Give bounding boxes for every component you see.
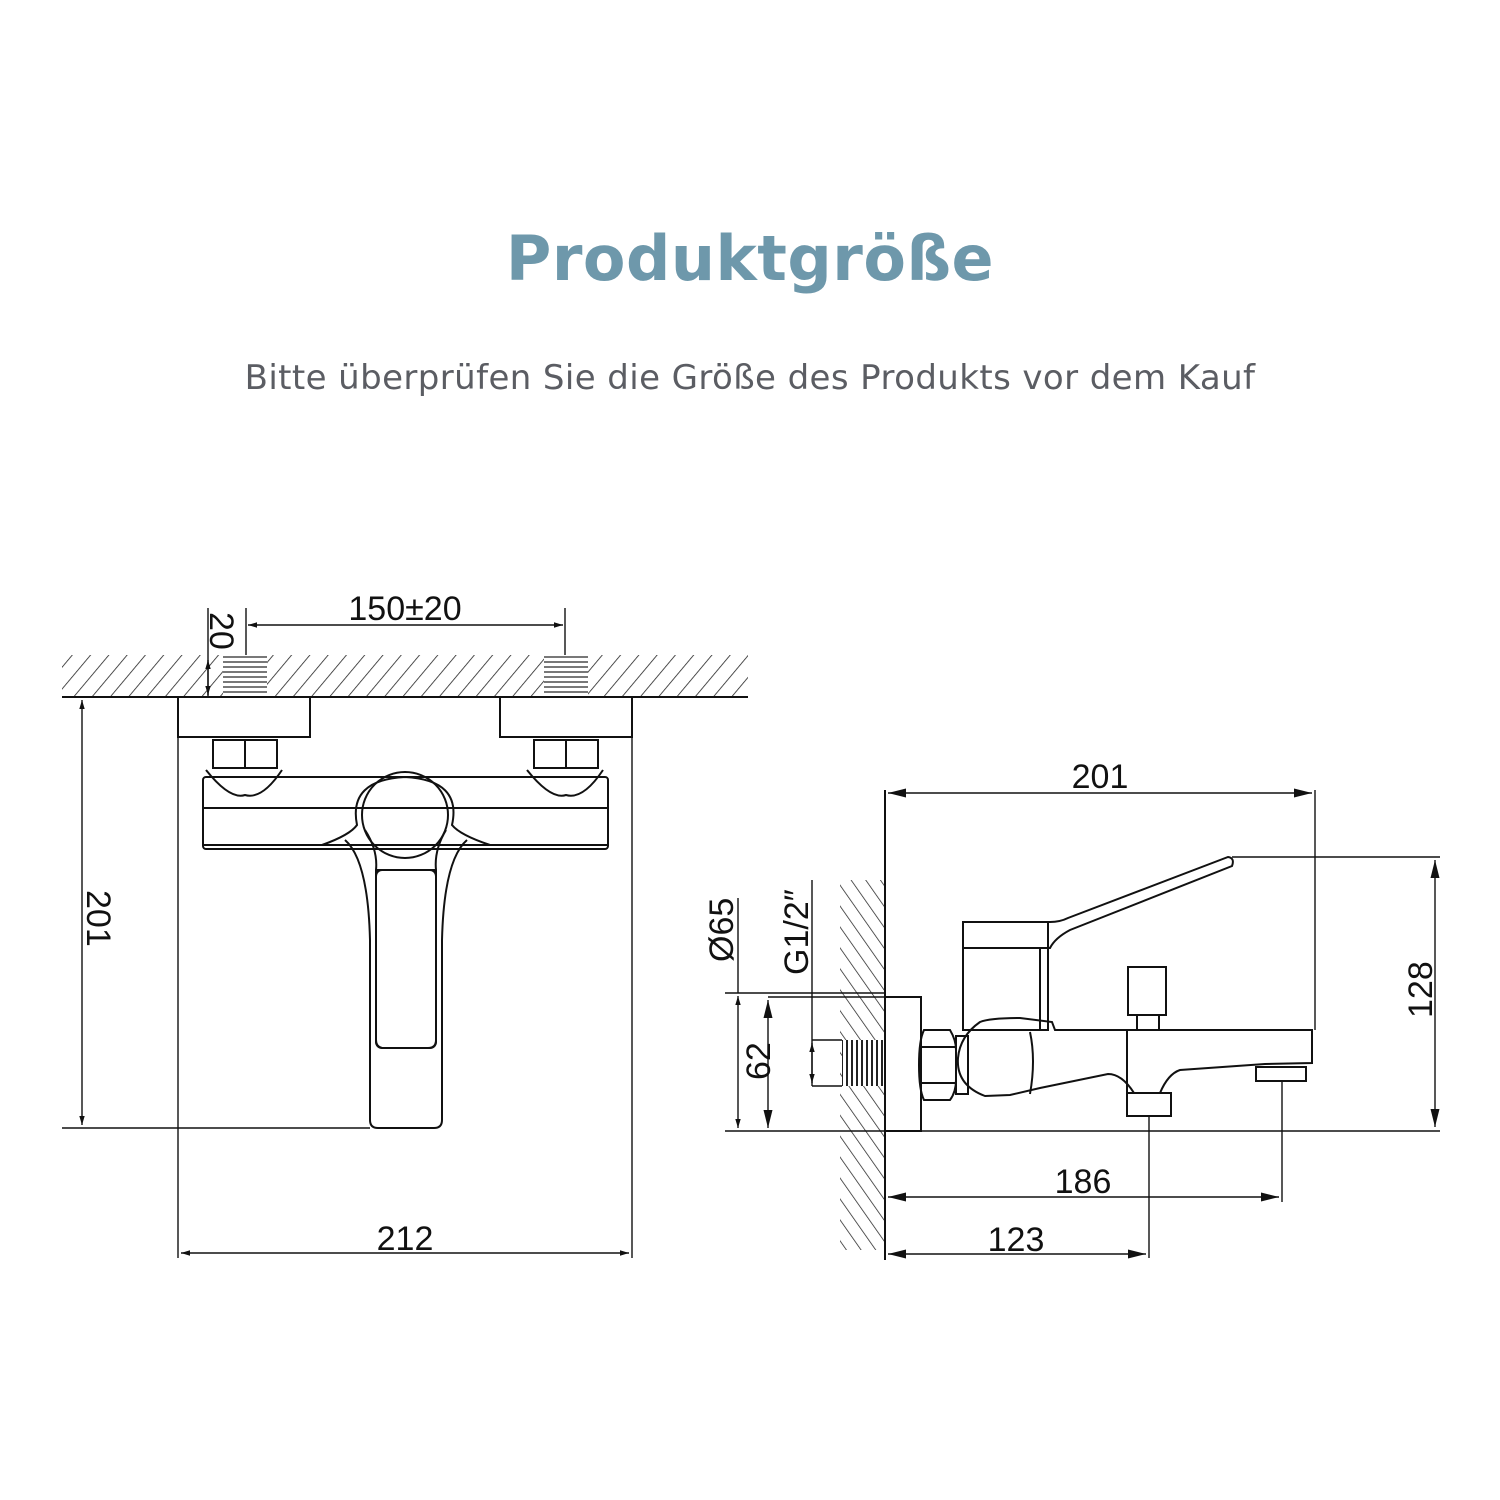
flange-right [499, 696, 633, 738]
flange-left [177, 696, 311, 738]
inlet-thread-right [544, 655, 588, 697]
page-title: Produktgröße [505, 222, 995, 295]
dim-thread-size: G1/2″ [778, 889, 816, 975]
dim-thread-depth: 20 [202, 612, 240, 650]
dim-side-depth: 201 [1072, 758, 1129, 796]
mixer-body [202, 776, 609, 850]
dim-side-height: 128 [1402, 961, 1440, 1018]
inlet-thread-left [223, 655, 267, 697]
wall-flange [884, 996, 922, 1132]
dim-flange-diameter: Ø65 [703, 898, 741, 962]
dim-flange-offset: 62 [740, 1042, 778, 1080]
page-subtitle: Bitte überprüfen Sie die Größe des Produ… [244, 358, 1256, 398]
lever-handle [962, 855, 1234, 949]
front-view: 150±20 20 [62, 590, 748, 1258]
diverter-knob [1127, 966, 1167, 1016]
spout-outlet [1255, 1066, 1307, 1082]
wall-thread [842, 1040, 885, 1086]
dim-front-width: 212 [377, 1220, 434, 1258]
wall-hatch [62, 655, 748, 697]
dim-diverter-offset: 123 [988, 1221, 1045, 1259]
dim-spout-outlet: 186 [1055, 1163, 1112, 1201]
side-view: 201 128 Ø65 62 G1/2″ 186 123 [703, 758, 1440, 1260]
nut-left [205, 739, 283, 797]
nut-right [526, 739, 604, 797]
side-nut [917, 1029, 969, 1101]
diverter-outlet [1126, 1092, 1172, 1117]
cartridge-dome [361, 771, 449, 859]
dim-front-height: 201 [79, 890, 117, 947]
dim-inlet-spacing: 150±20 [348, 590, 461, 628]
spout-handle [344, 839, 468, 1129]
